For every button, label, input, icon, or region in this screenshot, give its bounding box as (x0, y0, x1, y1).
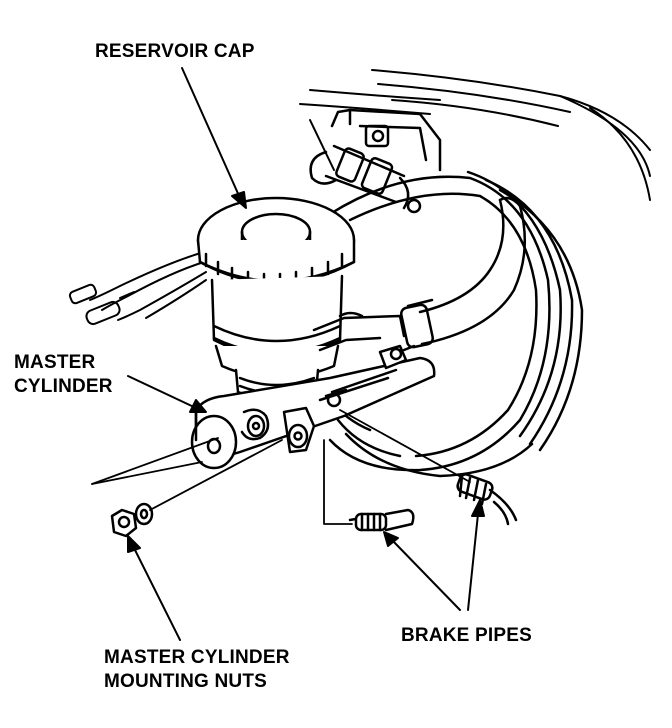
firewall-bracket (330, 108, 442, 172)
fluid-level-sensor-wires (68, 251, 207, 326)
reservoir-cap-label: RESERVOIR CAP (95, 41, 255, 62)
booster-hose (399, 196, 527, 349)
brake-pipe-fittings (348, 473, 518, 532)
mounting-nuts-label-line2: MOUNTING NUTS (104, 671, 268, 692)
vacuum-hose (309, 144, 422, 214)
fluid-reservoir (196, 196, 356, 380)
master-cylinder-body (190, 311, 436, 470)
brake-pipes-label: BRAKE PIPES (401, 625, 533, 646)
master-cylinder-label-line2: CYLINDER (14, 376, 113, 397)
mounting-nuts-label-line1: MASTER CYLINDER (104, 647, 290, 668)
leader-arrows (127, 67, 485, 641)
master-cylinder-label-line1: MASTER (14, 352, 96, 373)
mounting-nut-and-washer (110, 502, 154, 538)
installation-guide-lines (91, 409, 471, 525)
body-panel-lines (299, 69, 651, 201)
